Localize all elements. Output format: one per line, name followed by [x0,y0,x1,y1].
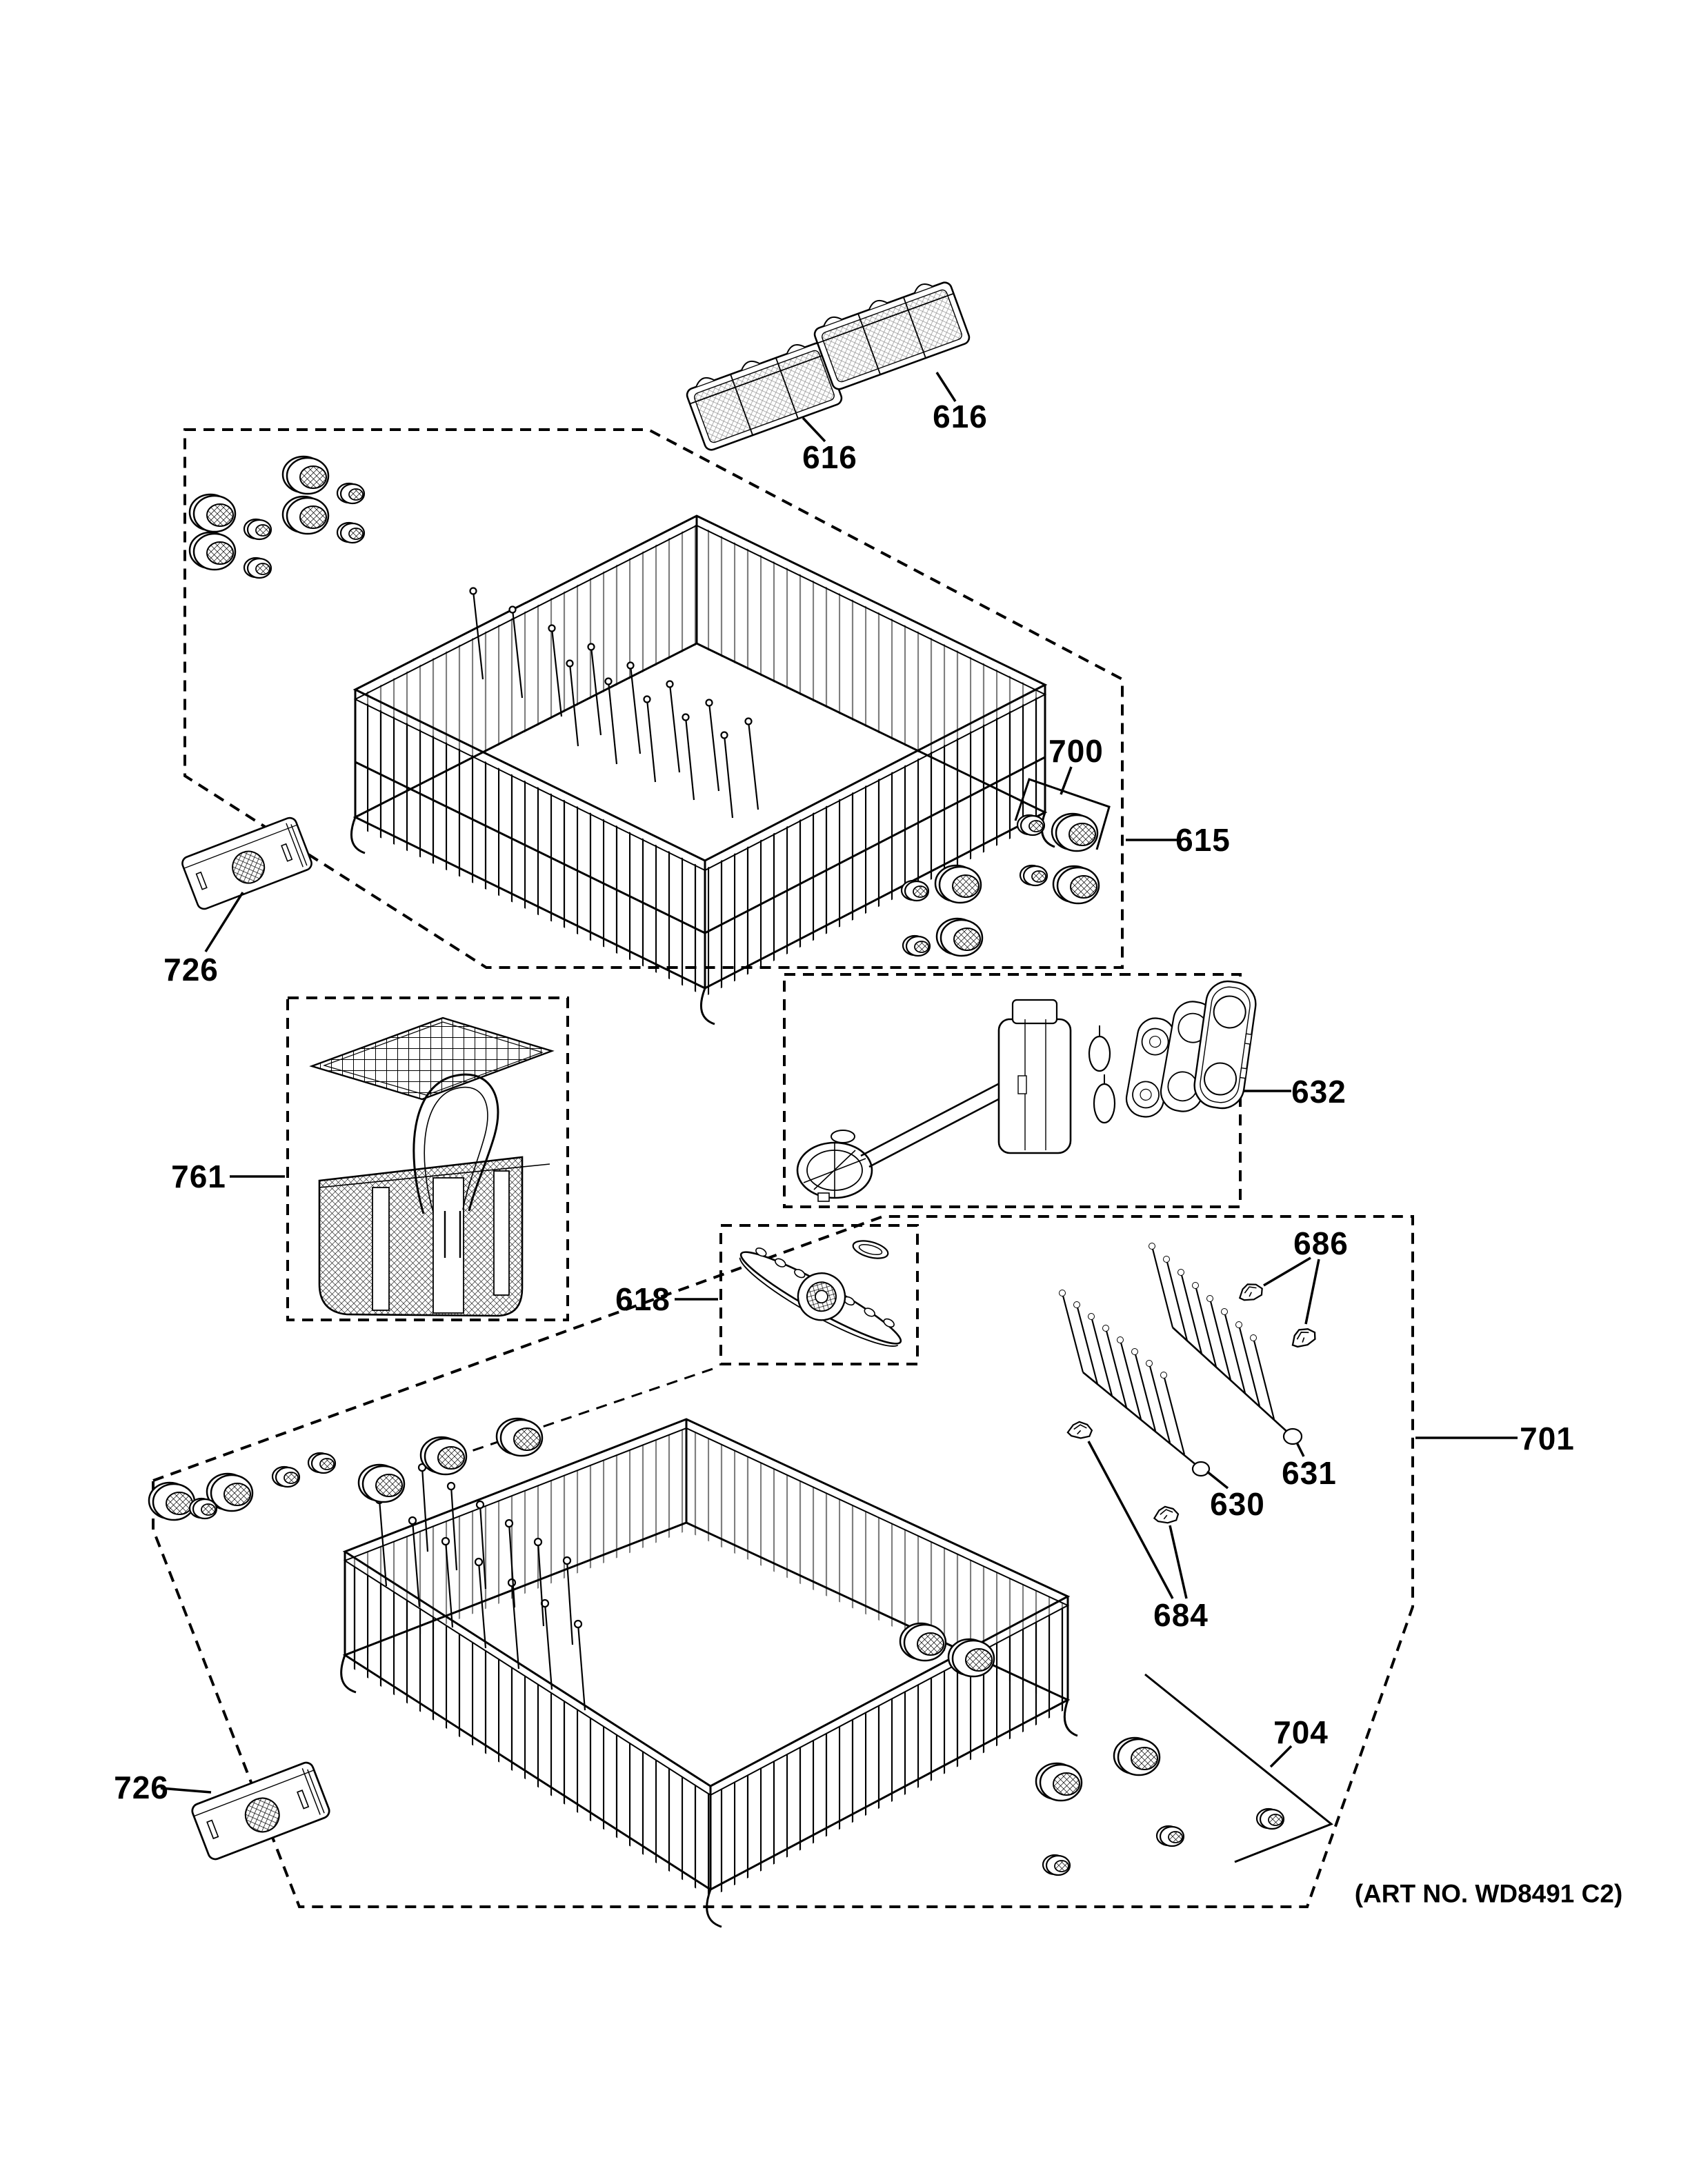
callout-630: 630 [1210,1486,1265,1522]
leader-726-lower [160,1787,212,1794]
callout-616-right: 616 [933,399,988,434]
silverware-basket [309,1016,555,1317]
spray-conduit-assembly [796,999,1116,1202]
leader-726-upper [204,892,244,952]
callout-615: 615 [1175,822,1231,858]
callout-632: 632 [1291,1074,1346,1110]
callout-704: 704 [1273,1714,1329,1750]
tine-row-left-630 [1059,1290,1211,1477]
fold-down-tine-module-right [810,274,973,392]
leader-630 [1206,1470,1229,1490]
tine-row-right-631 [1149,1243,1303,1445]
callout-726-lower: 726 [114,1770,169,1805]
lower-spray-arm [739,1240,902,1347]
leader-686-b [1304,1259,1320,1325]
lower-rack-pins [375,1463,586,1711]
leader-684-b [1169,1525,1188,1599]
silverware-basket-boundary-761 [286,996,569,1321]
lower-rack [340,1418,1078,1928]
callout-686: 686 [1293,1225,1349,1261]
spray-arm-boundary-618 [719,1224,919,1365]
callout-631: 631 [1282,1455,1337,1491]
end-cap-lower [189,1759,332,1863]
leader-631 [1295,1442,1305,1457]
spray-arm-bearing-ring [852,1240,889,1259]
upper-rack-boundary-615 [183,428,1124,969]
leader-700 [1060,766,1073,795]
upper-rack-tines [469,587,759,819]
callout-684: 684 [1153,1597,1209,1633]
basket-handle [412,1073,499,1258]
callout-726-upper: 726 [163,952,219,988]
callout-618: 618 [615,1281,670,1317]
leader-616-right [935,372,957,402]
conduit-boundary-632 [783,973,1242,1208]
leader-684-a [1087,1441,1174,1599]
roller-kit-bracket-700 [1014,778,1111,850]
tine-clip-686-a [1237,1281,1264,1303]
callout-701: 701 [1520,1421,1575,1456]
roller-kit-bracket-704 [1144,1673,1333,1863]
callout-616-left: 616 [802,439,857,475]
lower-rack-boundary-701 [152,1215,1414,1908]
art-number: (ART NO. WD8491 C2) [1354,1879,1623,1908]
tine-clip-684-b [1153,1505,1180,1525]
leader-616-left [802,417,826,443]
upper-rack-rollers-left [188,455,366,579]
end-cap-upper [179,814,315,912]
basket-lid [309,1016,555,1101]
tine-clip-686-b [1288,1325,1318,1350]
tine-clip-684-a [1066,1419,1094,1441]
callout-761: 761 [171,1159,226,1194]
callout-700: 700 [1048,733,1104,769]
upper-rack [350,514,1055,1025]
conduit-gasket-plates [1125,980,1257,1118]
leader-686-a [1263,1256,1311,1287]
leader-704 [1269,1745,1293,1768]
